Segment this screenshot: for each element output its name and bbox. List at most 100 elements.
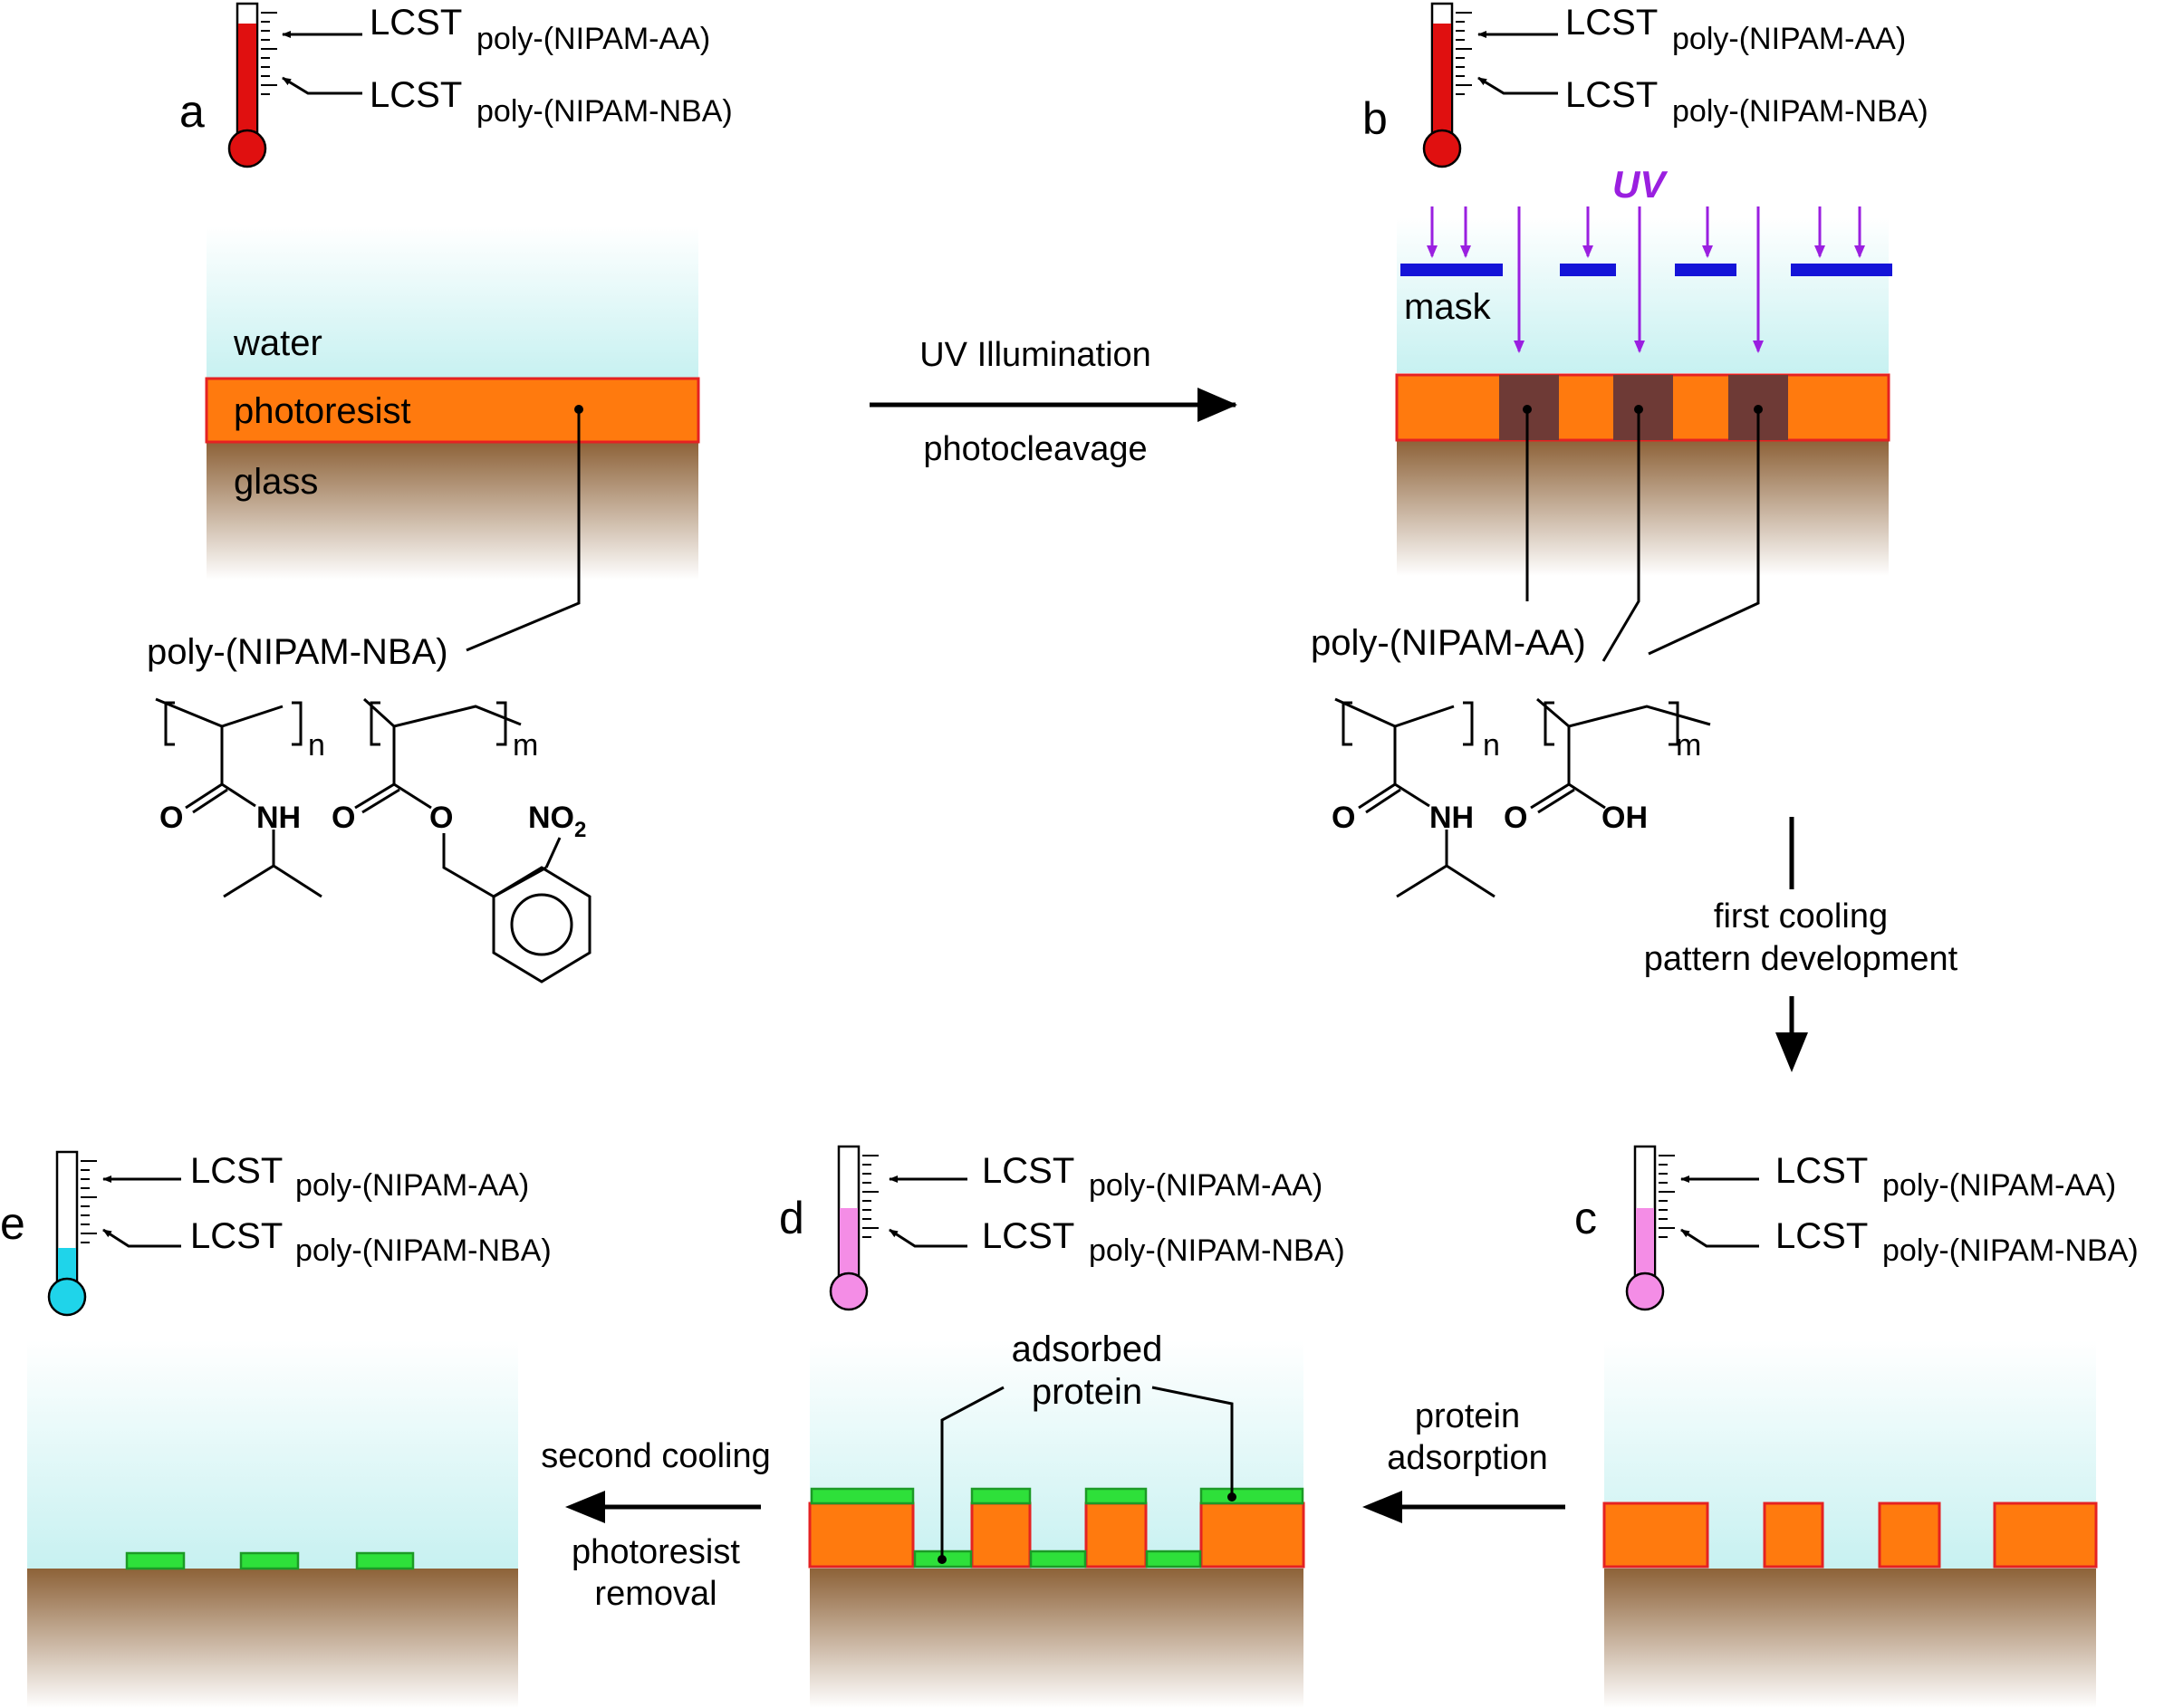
protein-pointer-right xyxy=(1151,1386,1234,1497)
lcst-label-upper: LCST xyxy=(190,1151,283,1191)
photoresist-layer xyxy=(205,377,700,444)
glass-label: glass xyxy=(234,462,318,502)
adsorbed-protein-label-line1: adsorbed xyxy=(1012,1329,1163,1369)
layer-stack-b: mask UV poly-(NIPAM-AA) xyxy=(1311,163,1892,663)
lcst-polymer-upper: poly-(NIPAM-AA) xyxy=(1672,22,1906,56)
lcst-polymer-lower: poly-(NIPAM-NBA) xyxy=(1089,1233,1345,1268)
thermometer-bulb xyxy=(1625,1271,1665,1311)
svg-text:O: O xyxy=(1504,801,1527,835)
panel-c: c LCST poly-(NIPAM-AA) LCST poly-(NIPAM-… xyxy=(1574,1145,2139,1708)
lcst-polymer-upper: poly-(NIPAM-AA) xyxy=(1089,1168,1322,1203)
step-label-pattern-development: pattern development xyxy=(1644,940,1958,978)
structure-nipam-nba xyxy=(155,697,591,984)
lcst-arrow-lower xyxy=(102,1228,181,1248)
uv-arrows xyxy=(1427,206,1865,353)
thermometer-fill-hot xyxy=(1433,24,1451,143)
lcst-label-lower: LCST xyxy=(370,75,462,115)
panel-label-d: d xyxy=(779,1193,804,1243)
lcst-label-upper: LCST xyxy=(1775,1151,1868,1191)
svg-text:O: O xyxy=(1332,801,1355,835)
adsorbed-protein-label-line2: protein xyxy=(1032,1372,1142,1412)
lcst-polymer-upper: poly-(NIPAM-AA) xyxy=(1882,1168,2116,1203)
step-first-cooling: first cooling pattern development xyxy=(1644,817,1958,1072)
panel-label-a: a xyxy=(179,86,205,137)
thermometer-bulb xyxy=(47,1277,87,1317)
thermometer-fill-warm xyxy=(1636,1208,1654,1286)
svg-text:2: 2 xyxy=(574,818,586,842)
svg-text:NH: NH xyxy=(1429,801,1474,835)
lcst-polymer-lower: poly-(NIPAM-NBA) xyxy=(295,1233,552,1268)
lcst-arrow-lower xyxy=(282,76,362,95)
panel-e: e LCST poly-(NIPAM-AA) LCST poly-(NIPAM-… xyxy=(0,1150,552,1708)
protein-layer xyxy=(810,1487,1304,1569)
step-label-first-cooling: first cooling xyxy=(1714,897,1888,936)
lcst-arrow-lower xyxy=(1477,76,1558,95)
step-arrowhead-a-b xyxy=(1197,388,1237,422)
svg-text:m: m xyxy=(1676,728,1701,763)
photoresist-block xyxy=(1199,1502,1305,1569)
protein-pointer-left xyxy=(940,1386,1005,1559)
lcst-label-upper: LCST xyxy=(370,3,462,43)
thermometer-e: LCST poly-(NIPAM-AA) LCST poly-(NIPAM-NB… xyxy=(47,1150,552,1317)
mask-segment xyxy=(1791,264,1892,276)
step-label-photoresist-removal-1: photoresist xyxy=(572,1533,740,1571)
layer-stack-c xyxy=(1602,1340,2098,1708)
lcst-polymer-upper: poly-(NIPAM-AA) xyxy=(295,1168,529,1203)
glass-layer xyxy=(1397,440,1889,576)
water-layer xyxy=(207,226,698,379)
lcst-polymer-lower: poly-(NIPAM-NBA) xyxy=(476,94,733,129)
step-arrowhead-c-d xyxy=(1362,1491,1402,1523)
thermometer-d: LCST poly-(NIPAM-AA) LCST poly-(NIPAM-NB… xyxy=(829,1145,1345,1311)
lcst-polymer-upper: poly-(NIPAM-AA) xyxy=(476,22,710,56)
panel-label-e: e xyxy=(0,1198,25,1249)
lcst-polymer-lower: poly-(NIPAM-NBA) xyxy=(1672,94,1928,129)
mask-segment xyxy=(1560,264,1616,276)
uv-label: UV xyxy=(1612,163,1668,206)
step-label-photoresist-removal-2: removal xyxy=(594,1575,717,1613)
thermometer-bulb xyxy=(1422,129,1462,168)
lcst-label-lower: LCST xyxy=(982,1216,1074,1256)
svg-text:O: O xyxy=(429,801,453,835)
step-arrowhead-b-c xyxy=(1775,1032,1808,1072)
exposed-region xyxy=(1613,375,1673,440)
svg-text:NH: NH xyxy=(256,801,301,835)
svg-text:OH: OH xyxy=(1601,801,1648,835)
layer-stack-a: water photoresist glass poly-(NIPAM-NBA) xyxy=(147,226,700,672)
lcst-polymer-lower: poly-(NIPAM-NBA) xyxy=(1882,1233,2139,1268)
step-label-uv-illumination: UV Illumination xyxy=(919,336,1151,374)
svg-text:n: n xyxy=(308,728,325,763)
photoresist-block xyxy=(1602,1502,1709,1569)
lcst-label-upper: LCST xyxy=(1565,3,1658,43)
water-layer xyxy=(27,1340,518,1569)
panel-d: d LCST poly-(NIPAM-AA) LCST poly-(NIPAM-… xyxy=(779,1145,1345,1708)
step-label-protein-adsorption-2: adsorption xyxy=(1387,1439,1547,1477)
glass-layer xyxy=(207,442,698,580)
lcst-arrow-lower xyxy=(889,1228,967,1248)
tether-lines-b xyxy=(1523,405,1763,662)
step-protein-adsorption: protein adsorption xyxy=(1362,1397,1565,1523)
lcst-label-upper: LCST xyxy=(982,1151,1074,1191)
structure-nipam-aa xyxy=(1334,697,1711,898)
lcst-label-lower: LCST xyxy=(190,1216,283,1256)
lcst-arrow-lower xyxy=(1680,1228,1759,1248)
glass-layer xyxy=(1604,1569,2096,1708)
lcst-label-lower: LCST xyxy=(1775,1216,1868,1256)
photoresist-block xyxy=(1084,1502,1148,1569)
mask-segment xyxy=(1675,264,1736,276)
panel-b: b LCST poly-(NIPAM-AA) LCST poly-(NIPAM-… xyxy=(1311,2,1928,898)
water-label: water xyxy=(233,323,322,363)
panel-a: a LCST poly-(NIPAM-AA) LCST poly-(NIPAM-… xyxy=(147,2,733,984)
step-second-cooling: second cooling photoresist removal xyxy=(541,1437,771,1613)
step-label-photocleavage: photocleavage xyxy=(923,430,1147,468)
thermometer-a: LCST poly-(NIPAM-AA) LCST poly-(NIPAM-NB… xyxy=(227,2,733,168)
photoresist-block xyxy=(1763,1502,1824,1569)
thermometer-fill-warm xyxy=(840,1208,858,1286)
svg-text:m: m xyxy=(513,728,538,763)
panel-label-c: c xyxy=(1574,1193,1597,1243)
polymer-nba-label: poly-(NIPAM-NBA) xyxy=(147,632,448,672)
thermometer-fill-hot xyxy=(238,24,256,143)
step-label-second-cooling: second cooling xyxy=(541,1437,771,1475)
thermometer-c: LCST poly-(NIPAM-AA) LCST poly-(NIPAM-NB… xyxy=(1625,1145,2139,1311)
mask-label: mask xyxy=(1404,287,1492,327)
